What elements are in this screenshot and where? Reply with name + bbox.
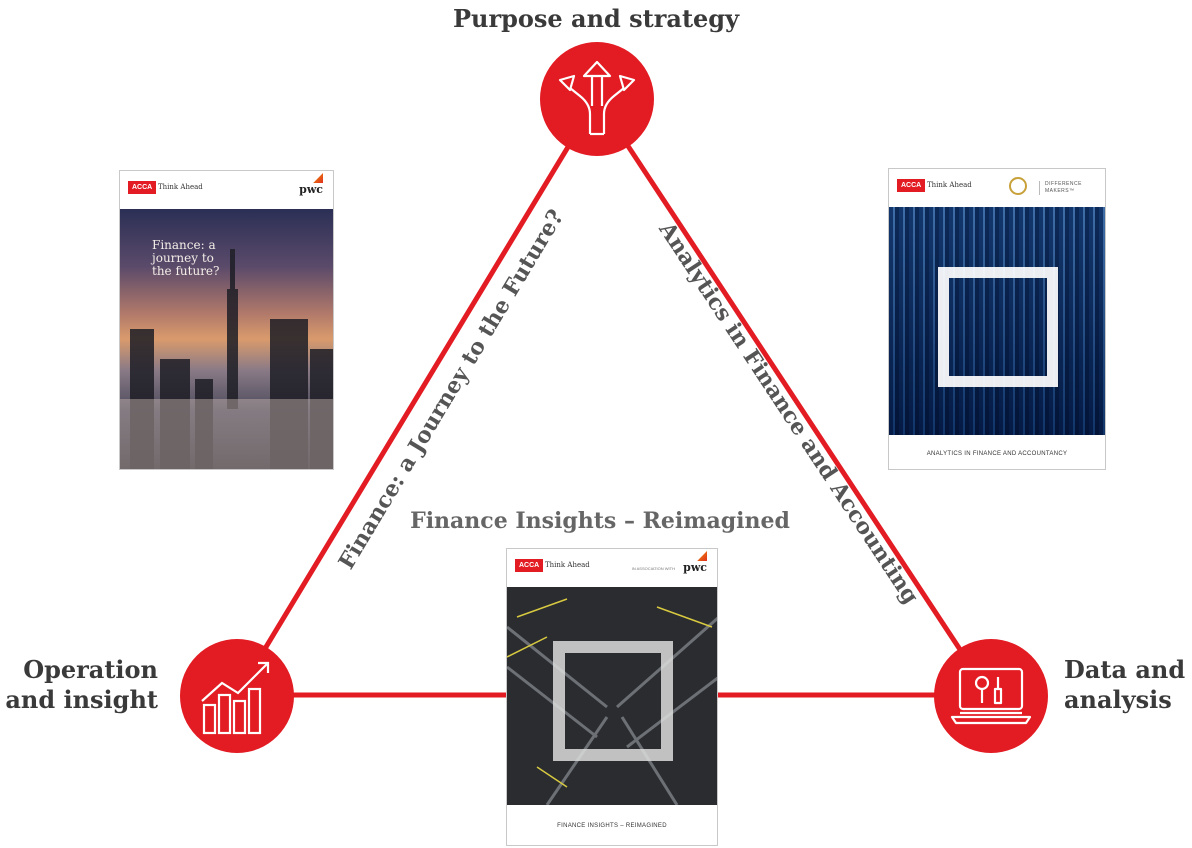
cover-title: Finance: a journey to the future? bbox=[152, 238, 220, 278]
cover-tagline: Think Ahead bbox=[927, 181, 972, 189]
node-label-purpose-strategy: Purpose and strategy bbox=[452, 4, 740, 33]
edge-line-right bbox=[594, 97, 993, 697]
report-cover-finance-journey: ACCA Think Ahead pwc Finance: a journey … bbox=[119, 170, 334, 470]
report-cover-analytics: ACCA Think Ahead DIFFERENCE MAKERS™ ANAL… bbox=[888, 168, 1106, 470]
association-text: IN ASSOCIATION WITH bbox=[631, 566, 675, 571]
diverging-arrows-icon bbox=[558, 60, 636, 136]
acca-logo: ACCA bbox=[128, 181, 157, 194]
escalator-lines bbox=[507, 598, 717, 805]
cover-frame-square bbox=[938, 267, 1058, 387]
chartered-accountants-emblem bbox=[1009, 177, 1027, 195]
cover-header: ACCA Think Ahead pwc bbox=[120, 171, 333, 209]
node-data-analysis bbox=[934, 639, 1048, 753]
report-cover-finance-insights: ACCA Think Ahead IN ASSOCIATION WITH pwc… bbox=[506, 548, 718, 846]
edge-line-left bbox=[234, 97, 600, 697]
acca-logo: ACCA bbox=[897, 179, 926, 192]
difference-makers-logo: DIFFERENCE MAKERS™ bbox=[1039, 181, 1082, 195]
cover-frame-square bbox=[553, 641, 673, 761]
cover-caption: ANALYTICS IN FINANCE AND ACCOUNTANCY bbox=[926, 451, 1068, 457]
cover-header: ACCA Think Ahead IN ASSOCIATION WITH pwc bbox=[507, 549, 717, 587]
laptop-tools-icon bbox=[950, 667, 1032, 725]
pwc-logo: pwc bbox=[683, 561, 707, 574]
cover-tagline: Think Ahead bbox=[545, 561, 590, 569]
cover-tagline: Think Ahead bbox=[158, 183, 203, 191]
edge-label-bottom: Finance Insights – Reimagined bbox=[410, 508, 790, 534]
node-operation-insight bbox=[180, 639, 294, 753]
pwc-logo: pwc bbox=[299, 183, 323, 196]
skyline-silhouette bbox=[120, 249, 333, 469]
node-label-data-analysis: Data and analysis bbox=[1064, 655, 1186, 714]
node-label-operation-insight: Operation and insight bbox=[5, 655, 158, 714]
cover-photo-escalators bbox=[507, 587, 717, 805]
cover-photo-city-skyline: Finance: a journey to the future? bbox=[120, 209, 333, 469]
cover-caption: FINANCE INSIGHTS – REIMAGINED bbox=[557, 823, 667, 829]
cover-photo-glass-building bbox=[889, 207, 1105, 435]
cover-header: ACCA Think Ahead DIFFERENCE MAKERS™ bbox=[889, 169, 1105, 207]
node-purpose-strategy bbox=[540, 42, 654, 156]
bar-chart-growth-icon bbox=[201, 661, 270, 735]
acca-logo: ACCA bbox=[515, 559, 544, 572]
